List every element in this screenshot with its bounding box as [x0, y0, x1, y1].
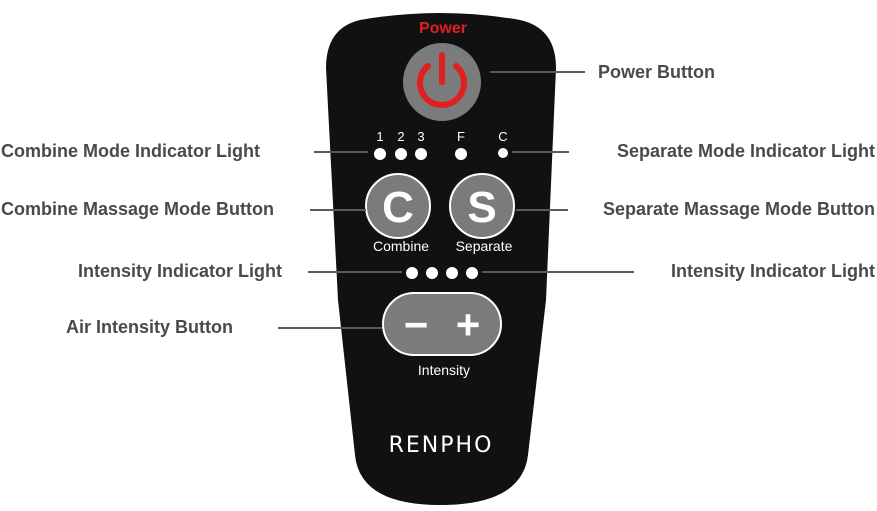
mode-letter-f: F	[457, 129, 465, 144]
callout-combine-button: Combine Massage Mode Button	[1, 199, 275, 219]
leader-separate-indicator	[512, 151, 569, 153]
callout-separate-indicator: Separate Mode Indicator Light	[616, 141, 875, 161]
power-button[interactable]	[403, 43, 481, 121]
callout-separate-button: Separate Massage Mode Button	[602, 199, 875, 219]
leader-power-button	[490, 71, 585, 73]
renpho-logo: RENPHO	[389, 433, 494, 458]
leader-intensity-left	[308, 271, 402, 273]
intensity-indicator-light-1	[406, 267, 418, 279]
combine-button-glyph: C	[382, 183, 414, 232]
leader-combine-indicator	[314, 151, 368, 153]
leader-intensity-right	[482, 271, 634, 273]
intensity-minus-icon[interactable]: −	[404, 301, 429, 348]
mode-number-1: 1	[376, 129, 383, 144]
intensity-indicator-light-2	[426, 267, 438, 279]
combine-indicator-light-2	[395, 148, 407, 160]
separate-indicator-light-c	[498, 148, 508, 158]
mode-number-2: 2	[397, 129, 404, 144]
combine-indicator-light-1	[374, 148, 386, 160]
intensity-plus-icon[interactable]: +	[456, 301, 481, 348]
combine-indicator-light-3	[415, 148, 427, 160]
intensity-label: Intensity	[418, 362, 470, 378]
mode-letter-c: C	[498, 129, 507, 144]
leader-air-intensity	[278, 327, 382, 329]
power-icon	[417, 52, 467, 108]
mode-number-3: 3	[417, 129, 424, 144]
callout-intensity-indicator-right: Intensity Indicator Light	[670, 261, 875, 281]
callout-intensity-indicator-left: Intensity Indicator Light	[78, 261, 283, 281]
callout-air-intensity-button: Air Intensity Button	[66, 317, 233, 337]
power-label: Power	[419, 20, 467, 37]
separate-indicator-light-f	[455, 148, 467, 160]
callout-power-button: Power Button	[598, 62, 715, 82]
intensity-indicator-light-4	[466, 267, 478, 279]
separate-button-label: Separate	[456, 238, 513, 254]
leader-separate-button	[516, 209, 568, 211]
separate-button-glyph: S	[467, 183, 496, 232]
separate-button[interactable]: S	[449, 173, 515, 239]
leader-combine-button	[310, 209, 366, 211]
combine-button-label: Combine	[373, 238, 429, 254]
combine-button[interactable]: C	[365, 173, 431, 239]
air-intensity-button[interactable]: − +	[382, 292, 502, 356]
remote-body	[326, 13, 556, 505]
callout-combine-indicator: Combine Mode Indicator Light	[1, 141, 260, 161]
intensity-indicator-light-3	[446, 267, 458, 279]
